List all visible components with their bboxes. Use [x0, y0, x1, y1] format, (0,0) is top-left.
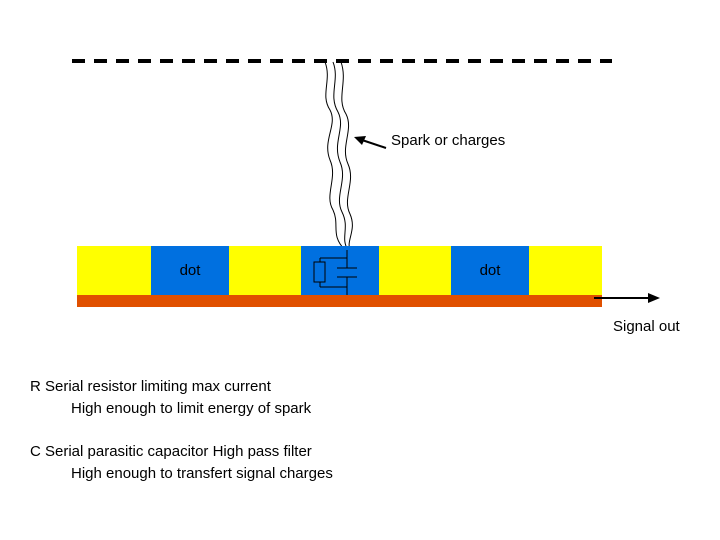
spark-pointer-arrowhead: [354, 136, 366, 145]
signal-out-label: Signal out: [613, 318, 680, 335]
dot-label-left: dot: [179, 262, 201, 279]
center-pad: [301, 246, 379, 295]
dot-pad-right: [451, 246, 529, 295]
orange-base-strip: [77, 295, 602, 307]
resistor-note-line2: High enough to limit energy of spark: [71, 400, 312, 417]
capacitor-note-line1: C Serial parasitic capacitor High pass f…: [30, 443, 312, 460]
signal-out-arrowhead: [648, 293, 660, 303]
spark-line-1: [324, 61, 346, 251]
capacitor-note-line2: High enough to transfert signal charges: [71, 465, 333, 482]
dot-pad-left: [151, 246, 229, 295]
resistor-note-line1: R Serial resistor limiting max current: [30, 378, 271, 395]
spark-line-2: [332, 61, 349, 251]
spark-pointer-arrow: [361, 139, 387, 149]
dot-label-right: dot: [479, 262, 501, 279]
spark-line-3: [340, 61, 353, 251]
rc-circuit-symbol: [313, 250, 357, 295]
spark-label: Spark or charges: [391, 132, 506, 149]
